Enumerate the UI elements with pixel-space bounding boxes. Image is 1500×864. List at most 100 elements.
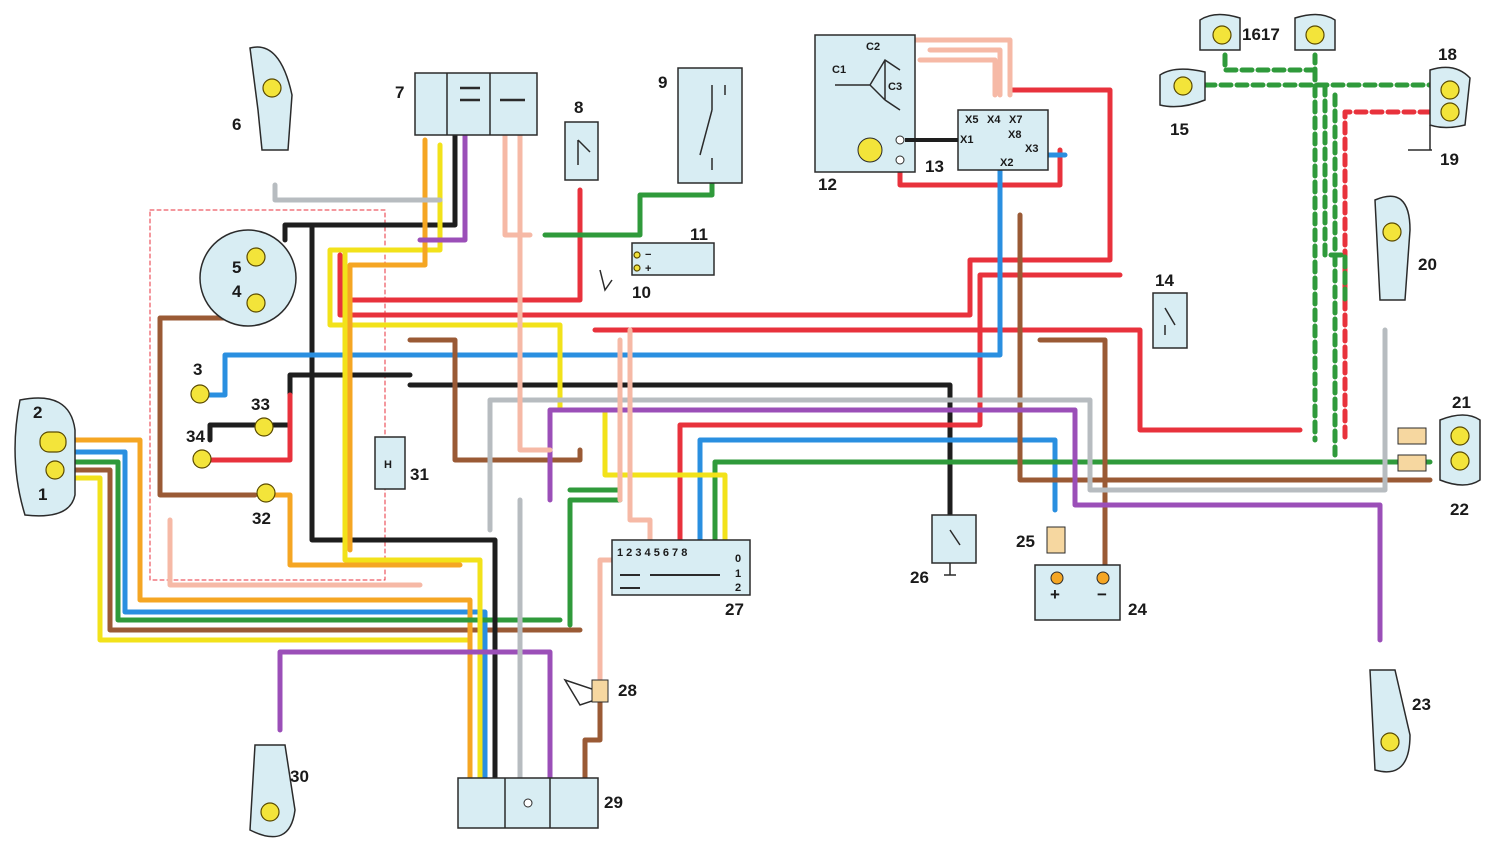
lamp-15: 15 <box>1159 68 1206 139</box>
label-14: 14 <box>1155 271 1174 290</box>
label-15: 15 <box>1170 120 1189 139</box>
reg-x8: X8 <box>1008 129 1021 141</box>
reg-x3: X3 <box>1025 143 1038 155</box>
label-33: 33 <box>251 395 270 414</box>
wire-red-lamp34 <box>207 392 293 463</box>
lamp-18-19: 18 19 <box>1408 45 1471 169</box>
wire-black-long <box>407 382 953 523</box>
harness-boundary <box>149 209 386 581</box>
switch27-p0: 0 <box>735 553 741 565</box>
wire-orange-headlight <box>67 437 473 783</box>
wire-green-dash-1617 <box>1222 52 1318 73</box>
instrument-cluster-4-5: 5 4 <box>199 229 297 327</box>
wire-red-main <box>337 187 583 303</box>
label-11: 11 <box>690 225 708 244</box>
wire-blue-25 <box>697 437 1058 548</box>
ignition-switch-27: 1 2 3 4 5 6 7 8 0 1 2 27 <box>611 539 751 619</box>
label-12: 12 <box>818 175 837 194</box>
sensor-plus: + <box>645 263 651 275</box>
label-23: 23 <box>1412 695 1431 714</box>
wire-red-dash-18 <box>1342 109 1433 443</box>
lamp-34 <box>192 449 212 469</box>
label-9: 9 <box>658 73 667 92</box>
lamp-32 <box>256 483 276 503</box>
relay31-mark: H <box>384 459 392 471</box>
wire-pink-left <box>167 517 423 588</box>
wire-grey-6 <box>272 182 443 203</box>
wire-red-rect <box>897 147 1063 188</box>
battery-minus: − <box>1097 585 1107 604</box>
wire-red-long <box>337 87 1113 318</box>
reg-x4: X4 <box>987 114 1001 126</box>
wire-yellow-headlight <box>67 475 473 643</box>
wire-pink-long <box>502 132 653 543</box>
label-5: 5 <box>232 258 241 277</box>
switch27-p2: 2 <box>735 582 741 594</box>
wire-green-dash-down <box>1312 67 1348 458</box>
label-8: 8 <box>574 98 583 117</box>
label-26: 26 <box>910 568 929 587</box>
label-4: 4 <box>232 282 242 301</box>
label-16-17: 1617 <box>1242 25 1280 44</box>
regulator-13: X5 X4 X7 X1 X8 X3 X2 13 <box>905 109 1049 176</box>
wires <box>67 37 1433 783</box>
wire-orange-lamp32 <box>267 492 463 568</box>
wire-brown-rear <box>1017 212 1433 483</box>
wire-blue-headlight <box>67 449 488 783</box>
label-19: 19 <box>1440 150 1459 169</box>
sensor-minus: − <box>645 249 651 261</box>
label-25: 25 <box>1016 532 1035 551</box>
switch27-p1: 1 <box>735 568 741 580</box>
label-18: 18 <box>1438 45 1457 64</box>
reg-x2: X2 <box>1000 157 1013 169</box>
label-13: 13 <box>925 157 944 176</box>
label-32: 32 <box>252 509 271 528</box>
label-29: 29 <box>604 793 623 812</box>
wire-black-trunk <box>282 132 498 783</box>
wire-purple-23 <box>547 407 1383 643</box>
indicator-lamps: 3 33 34 32 <box>186 360 276 528</box>
wire-brown-battery <box>1037 337 1108 573</box>
wire-yellow-down <box>342 247 483 783</box>
wire-grey-rear <box>487 327 1388 533</box>
label-2: 2 <box>33 403 42 422</box>
rear-light-21-22: 21 22 <box>1397 393 1481 519</box>
label-27: 27 <box>725 600 744 619</box>
switch-8: 8 <box>564 98 599 181</box>
label-22: 22 <box>1450 500 1469 519</box>
label-24: 24 <box>1128 600 1147 619</box>
label-3: 3 <box>193 360 202 379</box>
label-28: 28 <box>618 681 637 700</box>
lamp-16-17: 1617 <box>1199 13 1336 51</box>
switch-9: 9 <box>658 67 743 184</box>
battery-24: + − 24 <box>1034 564 1147 621</box>
gen-c3: C3 <box>888 81 902 93</box>
wire-green-headlight <box>67 459 563 623</box>
wire-brown-mid <box>407 337 583 463</box>
label-30: 30 <box>290 767 309 786</box>
label-7: 7 <box>395 83 404 102</box>
switch-14: 14 <box>1152 271 1188 349</box>
switch-block-29: 29 <box>457 777 623 829</box>
lamp-30: 30 <box>249 744 309 838</box>
reg-x5: X5 <box>965 114 978 126</box>
wire-green-rear <box>712 459 1433 548</box>
label-6: 6 <box>232 115 241 134</box>
gen-c2: C2 <box>866 41 880 53</box>
reg-x7: X7 <box>1009 114 1022 126</box>
wire-brown-headlight <box>67 467 583 633</box>
wire-yellow-trunk <box>327 142 728 548</box>
switch27-positions: 1 2 3 4 5 6 7 8 <box>617 547 687 559</box>
lamp-3 <box>190 384 210 404</box>
reg-x1: X1 <box>960 134 973 146</box>
label-34: 34 <box>186 427 205 446</box>
lamp-6: 6 <box>232 46 293 151</box>
wire-purple-7 <box>417 132 468 243</box>
label-1: 1 <box>38 485 47 504</box>
wire-purple-30 <box>277 649 553 783</box>
gen-c1: C1 <box>832 64 846 76</box>
switch-block-7: 7 <box>395 72 538 136</box>
wire-pink-gen <box>907 37 1013 98</box>
